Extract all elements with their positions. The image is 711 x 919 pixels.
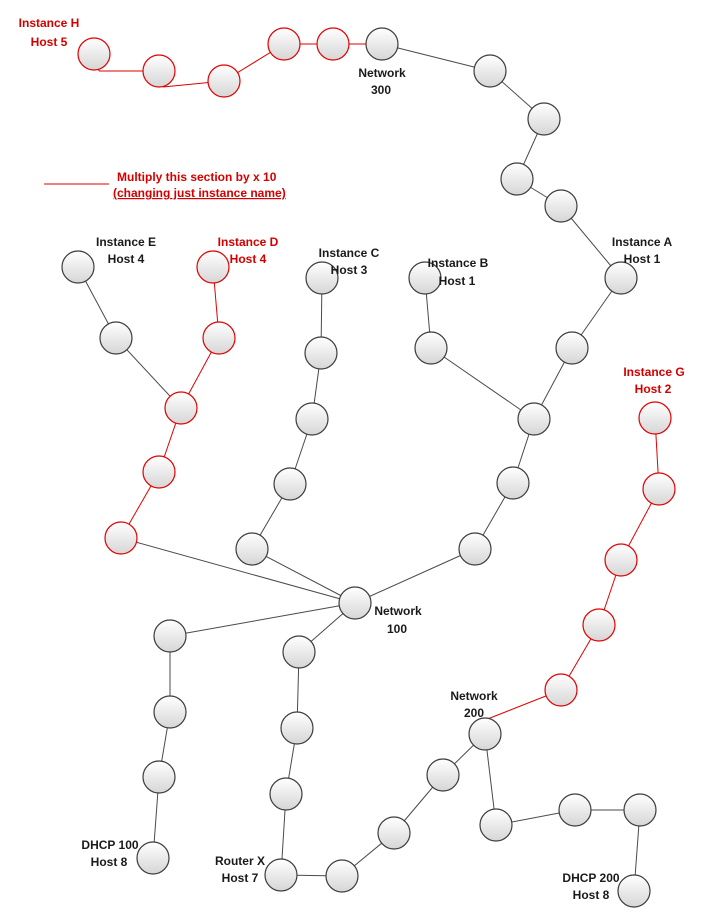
- node-instance-h[interactable]: [77, 37, 111, 71]
- node[interactable]: [164, 391, 198, 425]
- instance-a-name: Instance A: [612, 235, 673, 249]
- instance-d-host: Host 4: [230, 252, 267, 266]
- nodes-red: [77, 27, 676, 707]
- edge: [381, 43, 491, 72]
- instance-e-host: Host 4: [108, 252, 145, 266]
- node[interactable]: [527, 102, 561, 136]
- node-network-100[interactable]: [338, 586, 372, 620]
- node-instance-d[interactable]: [196, 250, 230, 284]
- instance-b-name: Instance B: [428, 256, 489, 270]
- instance-c-host: Host 3: [331, 263, 368, 277]
- node[interactable]: [517, 402, 551, 436]
- instance-h-host: Host 5: [31, 35, 68, 49]
- dhcp-100-name: DHCP 100: [81, 838, 138, 852]
- node-dhcp-100[interactable]: [136, 841, 170, 875]
- node[interactable]: [377, 816, 411, 850]
- node[interactable]: [269, 777, 303, 811]
- node[interactable]: [496, 466, 530, 500]
- node[interactable]: [479, 808, 513, 842]
- node[interactable]: [426, 758, 460, 792]
- network-100-name: Network: [374, 604, 422, 618]
- node-network-200[interactable]: [468, 717, 502, 751]
- labels: Instance H Host 5 Network 300 Multiply t…: [19, 16, 685, 902]
- node[interactable]: [500, 162, 534, 196]
- network-200-num: 200: [464, 706, 484, 720]
- edge: [251, 548, 356, 604]
- dhcp-100-host: Host 8: [91, 855, 128, 869]
- instance-e-name: Instance E: [96, 235, 156, 249]
- node[interactable]: [273, 467, 307, 501]
- node[interactable]: [304, 336, 338, 370]
- node[interactable]: [267, 27, 301, 61]
- node[interactable]: [604, 543, 638, 577]
- node[interactable]: [544, 189, 578, 223]
- instance-b-host: Host 1: [439, 274, 476, 288]
- node[interactable]: [582, 608, 616, 642]
- edge: [120, 537, 356, 604]
- node[interactable]: [623, 793, 657, 827]
- instance-h-name: Instance H: [19, 16, 80, 30]
- node[interactable]: [202, 321, 236, 355]
- node-router-x[interactable]: [264, 858, 298, 892]
- node[interactable]: [142, 760, 176, 794]
- node[interactable]: [99, 321, 133, 355]
- node[interactable]: [558, 793, 592, 827]
- node-instance-a[interactable]: [604, 261, 638, 295]
- node[interactable]: [142, 54, 176, 88]
- edge: [169, 602, 356, 637]
- instance-a-host: Host 1: [624, 252, 661, 266]
- node[interactable]: [555, 331, 589, 365]
- dhcp-200-host: Host 8: [573, 888, 610, 902]
- node-instance-e[interactable]: [61, 250, 95, 284]
- node[interactable]: [153, 619, 187, 653]
- instance-d-name: Instance D: [218, 235, 279, 249]
- edge: [354, 548, 476, 604]
- instance-g-name: Instance G: [623, 365, 684, 379]
- legend-text-line1: Multiply this section by x 10: [117, 170, 277, 184]
- dhcp-200-name: DHCP 200: [562, 871, 619, 885]
- node[interactable]: [473, 54, 507, 88]
- node-instance-g[interactable]: [638, 401, 672, 435]
- node[interactable]: [153, 695, 187, 729]
- instance-c-name: Instance C: [319, 246, 380, 260]
- node[interactable]: [642, 472, 676, 506]
- node[interactable]: [104, 521, 138, 555]
- node-instance-b[interactable]: [408, 261, 442, 295]
- node[interactable]: [414, 331, 448, 365]
- edge: [430, 347, 535, 420]
- node-network-300[interactable]: [365, 27, 399, 61]
- node[interactable]: [280, 711, 314, 745]
- node[interactable]: [295, 402, 329, 436]
- network-300-name: Network: [358, 66, 406, 80]
- node-dhcp-200[interactable]: [617, 874, 651, 908]
- node[interactable]: [458, 532, 492, 566]
- network-300-num: 300: [371, 83, 391, 97]
- network-200-name: Network: [450, 689, 498, 703]
- node[interactable]: [142, 455, 176, 489]
- node-instance-c[interactable]: [305, 261, 339, 295]
- node[interactable]: [282, 635, 316, 669]
- network-100-num: 100: [387, 622, 407, 636]
- node[interactable]: [316, 27, 350, 61]
- node[interactable]: [207, 64, 241, 98]
- router-x-name: Router X: [215, 854, 265, 868]
- node[interactable]: [544, 673, 578, 707]
- instance-g-host: Host 2: [635, 382, 672, 396]
- node[interactable]: [325, 859, 359, 893]
- router-x-host: Host 7: [222, 871, 259, 885]
- legend-text-line2: (changing just instance name): [113, 186, 286, 200]
- node[interactable]: [235, 532, 269, 566]
- nodes-black: [61, 27, 657, 908]
